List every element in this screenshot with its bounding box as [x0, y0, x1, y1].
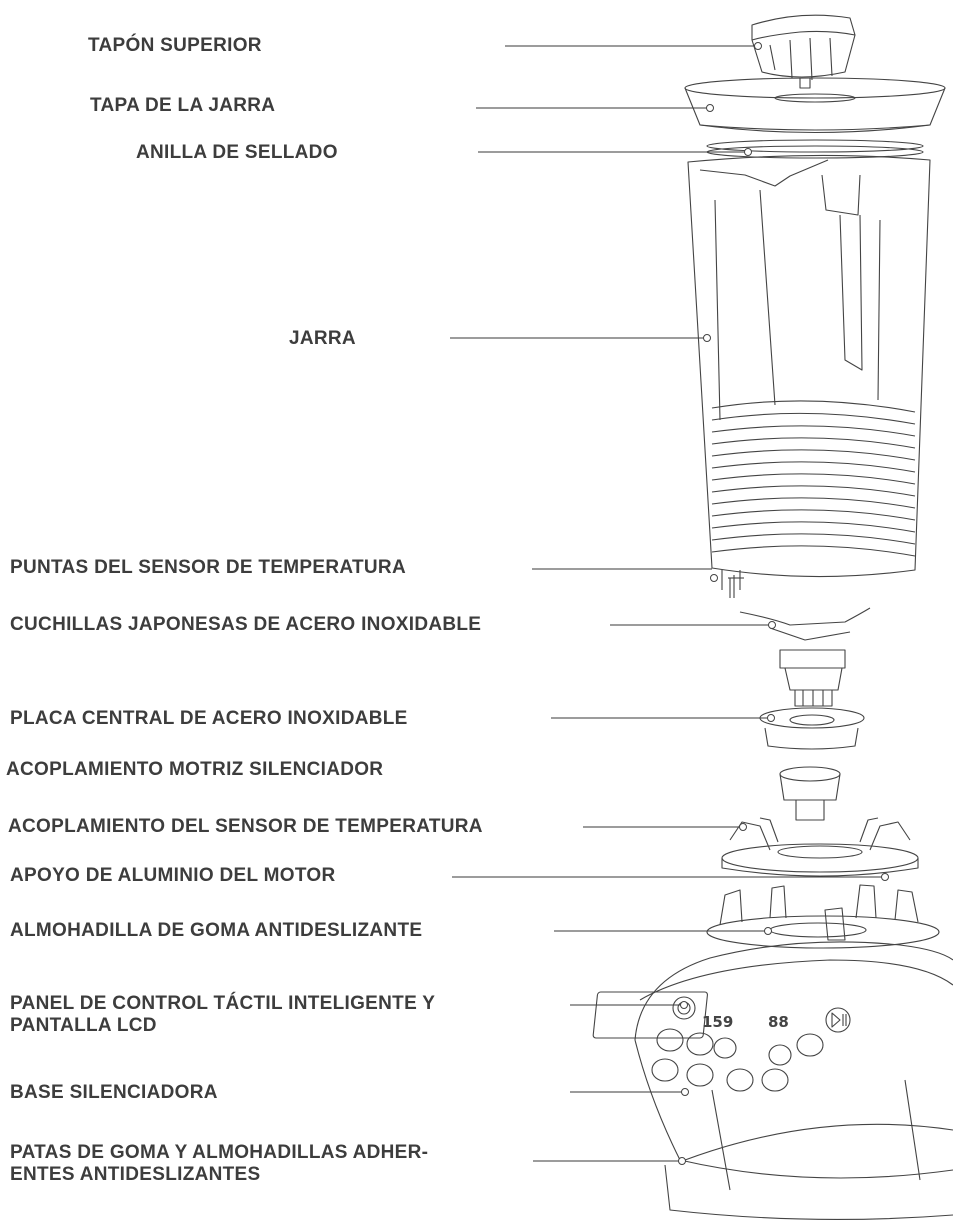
- label-almohadilla-goma: ALMOHADILLA DE GOMA ANTIDESLIZANTE: [10, 920, 423, 941]
- label-jarra: JARRA: [289, 328, 356, 349]
- lcd-readout: 88: [768, 1013, 789, 1031]
- label-anilla-sellado: ANILLA DE SELLADO: [136, 142, 338, 163]
- sensor-pins-drawing: [721, 570, 744, 598]
- leader-lines: [450, 45, 885, 1162]
- play-pause-button-icon: [825, 1007, 851, 1033]
- label-puntas-sensor: PUNTAS DEL SENSOR DE TEMPERATURA: [10, 557, 406, 578]
- power-button-icon: [672, 996, 696, 1020]
- drive-coupling-drawing: [779, 766, 841, 821]
- label-panel-control: PANEL DE CONTROL TÁCTIL INTELIGENTE Y PA…: [10, 993, 435, 1037]
- label-base-silenciadora: BASE SILENCIADORA: [10, 1082, 218, 1103]
- center-plate-drawing: [759, 707, 865, 750]
- label-cuchillas: CUCHILLAS JAPONESAS DE ACERO INOXIDABLE: [10, 614, 482, 635]
- label-placa-central: PLACA CENTRAL DE ACERO INOXIDABLE: [10, 708, 408, 729]
- label-panel-control-line1: PANEL DE CONTROL TÁCTIL INTELIGENTE Y: [10, 993, 436, 1014]
- label-patas-goma-line1: PATAS DE GOMA Y ALMOHADILLAS ADHER-: [10, 1142, 429, 1163]
- label-acoplamiento-motriz: ACOPLAMIENTO MOTRIZ SILENCIADOR: [6, 759, 384, 780]
- label-tapa-jarra: TAPA DE LA JARRA: [90, 95, 276, 116]
- leader-dots: [678, 42, 889, 1165]
- base-drawing: 159 88: [592, 941, 953, 1221]
- label-panel-control-line2: PANTALLA LCD: [10, 1015, 157, 1036]
- sensor-coupling-drawing: [721, 817, 919, 877]
- label-acoplamiento-sensor: ACOPLAMIENTO DEL SENSOR DE TEMPERATURA: [8, 816, 483, 837]
- jar-drawing: [687, 154, 931, 578]
- jar-lid-drawing: [684, 77, 946, 134]
- label-apoyo-motor: APOYO DE ALUMINIO DEL MOTOR: [10, 865, 336, 886]
- blades-drawing: [739, 607, 871, 707]
- lcd-time: 159: [702, 1013, 733, 1031]
- label-tapon-superior: TAPÓN SUPERIOR: [88, 35, 262, 56]
- sealing-ring-drawing: [706, 139, 924, 159]
- top-stopper-drawing: [751, 14, 856, 89]
- label-patas-goma: PATAS DE GOMA Y ALMOHADILLAS ADHER- ENTE…: [10, 1142, 428, 1186]
- motor-support-drawing: [706, 884, 940, 949]
- label-patas-goma-line2: ENTES ANTIDESLIZANTES: [10, 1164, 261, 1185]
